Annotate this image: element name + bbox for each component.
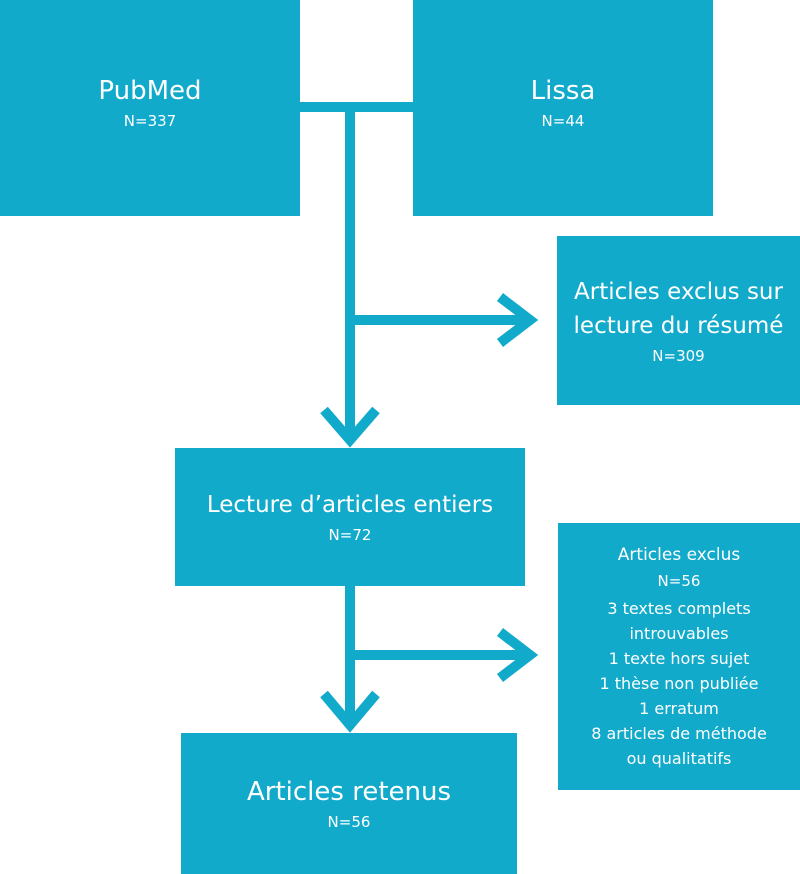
- arrowhead-to-excluded-abstract: [496, 293, 539, 347]
- excluded-abstract-count: N=309: [652, 346, 705, 365]
- reason-item: 3 textes complets: [607, 598, 751, 618]
- reason-item: ou qualitatifs: [626, 748, 732, 768]
- excluded-full-count: N=56: [657, 571, 701, 590]
- reason-item: 1 texte hors sujet: [608, 648, 750, 668]
- reason-item: 1 thèse non publiée: [599, 673, 759, 693]
- lissa-title: Lissa: [530, 76, 596, 106]
- pubmed-box: PubMed N=337: [0, 0, 300, 216]
- excluded-abstract-title-line1: Articles exclus sur: [574, 278, 783, 305]
- arrowhead-to-retained: [320, 690, 380, 733]
- reason-item: 8 articles de méthode: [591, 723, 767, 743]
- arrowhead-to-excluded-full: [496, 628, 539, 682]
- full-text-title: Lecture d’articles entiers: [206, 492, 494, 518]
- arrowhead-to-full-text: [320, 406, 380, 448]
- reason-item: 1 erratum: [639, 698, 719, 718]
- retained-count: N=56: [327, 812, 371, 831]
- retained-box: Articles retenus N=56: [181, 733, 517, 874]
- pubmed-title: PubMed: [98, 76, 202, 106]
- lissa-box: Lissa N=44: [413, 0, 713, 216]
- excluded-abstract-box: Articles exclus sur lecture du résumé N=…: [557, 236, 800, 405]
- excluded-abstract-title-line2: lecture du résumé: [573, 312, 784, 339]
- full-text-box: Lecture d’articles entiers N=72: [175, 448, 525, 586]
- pubmed-count: N=337: [123, 112, 177, 130]
- excluded-full-title: Articles exclus: [617, 544, 741, 565]
- reason-item: introuvables: [629, 623, 729, 643]
- lissa-count: N=44: [541, 112, 585, 130]
- full-text-count: N=72: [328, 526, 372, 544]
- excluded-full-box: Articles exclus N=56 3 textes complets i…: [558, 523, 800, 790]
- retained-title: Articles retenus: [246, 776, 452, 807]
